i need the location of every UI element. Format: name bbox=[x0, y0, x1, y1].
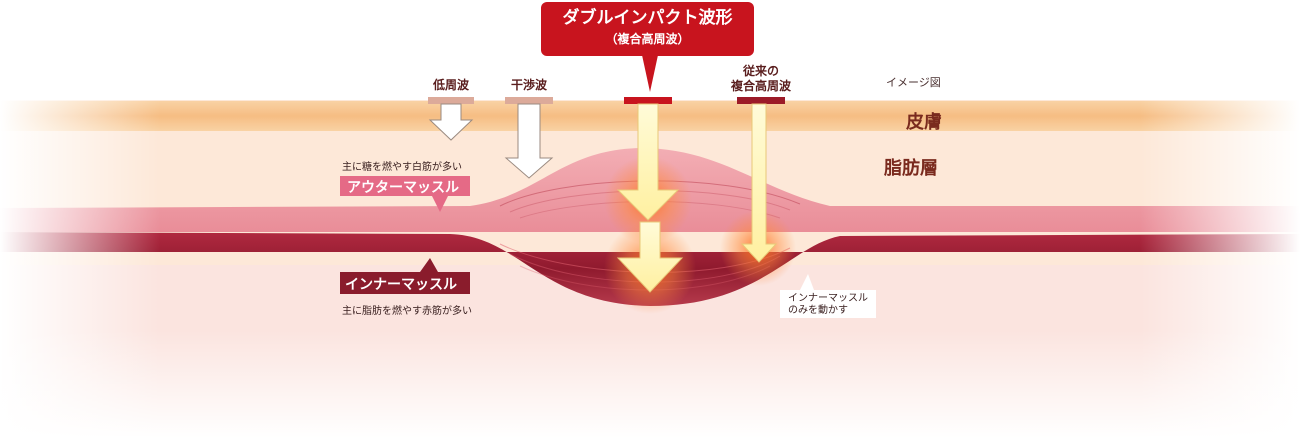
low-wave-bar bbox=[428, 97, 474, 104]
callout-pointer bbox=[642, 55, 658, 92]
callout-subtitle: （複合高周波） bbox=[605, 32, 690, 46]
interference-arrow bbox=[504, 103, 554, 179]
outer-muscle-tag-text: アウターマッスル bbox=[347, 180, 459, 196]
callout-title: ダブルインパクト波形 bbox=[562, 8, 733, 28]
low-wave-arrow bbox=[428, 103, 474, 141]
image-label: イメージ図 bbox=[886, 76, 941, 89]
double-impact-arrow-1 bbox=[616, 103, 680, 221]
double-impact-bar bbox=[624, 97, 672, 104]
fat-label: 脂肪層 bbox=[884, 158, 938, 179]
inner-only-line1: インナーマッスル bbox=[788, 293, 868, 304]
outer-muscle-tag bbox=[340, 176, 470, 212]
inner-muscle-tag bbox=[340, 258, 470, 294]
inner-only-line2: のみを動かす bbox=[788, 305, 848, 316]
interference-bar bbox=[505, 97, 553, 104]
interference-label: 干渉波 bbox=[510, 78, 547, 92]
double-impact-callout-box bbox=[541, 2, 754, 56]
conventional-label-line1: 従来の bbox=[742, 64, 779, 78]
conventional-arrow bbox=[740, 103, 778, 263]
inner-muscle-tag-text: インナーマッスル bbox=[345, 277, 457, 293]
outer-muscle-note: 主に糖を燃やす白筋が多い bbox=[342, 162, 462, 173]
inner-only-callout bbox=[780, 274, 876, 318]
low-wave-label: 低周波 bbox=[432, 78, 469, 92]
fade-bottom bbox=[0, 330, 1300, 438]
double-impact-arrow-2 bbox=[616, 221, 684, 293]
conventional-bar bbox=[737, 97, 785, 104]
conventional-label-line2: 複合高周波 bbox=[730, 79, 791, 93]
inner-muscle-note: 主に脂肪を燃やす赤筋が多い bbox=[342, 306, 472, 317]
skin-label: 皮膚 bbox=[906, 112, 942, 133]
